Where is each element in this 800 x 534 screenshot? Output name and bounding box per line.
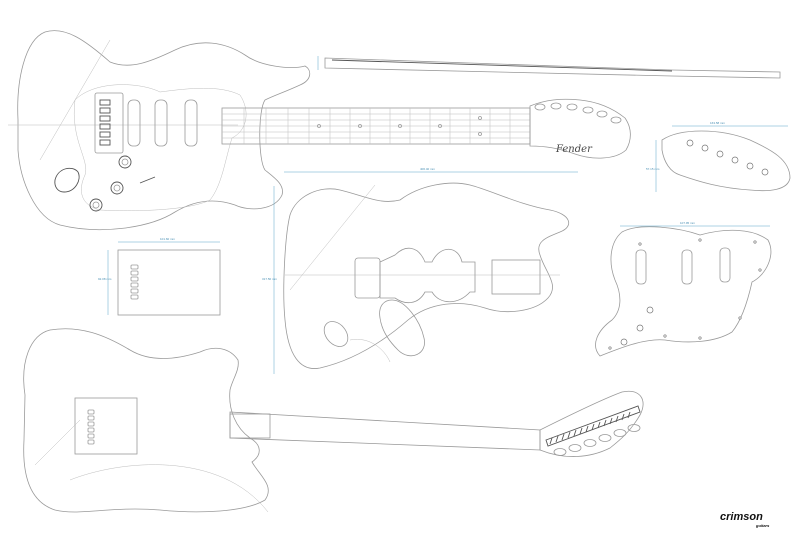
back-body-outline bbox=[23, 328, 269, 513]
front-body-diagonal bbox=[39, 39, 111, 161]
front-body-outline bbox=[17, 30, 311, 231]
body-cavity-template: 406.40 mm 317.50 mm bbox=[262, 167, 578, 374]
pickguard-detail: 107.95 mm bbox=[595, 221, 772, 357]
back-plate-detail: 101.60 mm 92.08 mm bbox=[98, 237, 221, 316]
back-headstock bbox=[539, 390, 644, 457]
back-view bbox=[23, 328, 644, 513]
body-width-dim: 406.40 mm bbox=[420, 167, 436, 171]
template-body-outline bbox=[283, 182, 570, 369]
back-neck bbox=[229, 411, 541, 451]
pickguard-width-dim: 107.95 mm bbox=[680, 221, 696, 225]
headstock-detail: 163.58 mm 57.15 mm bbox=[646, 121, 791, 192]
front-tuners bbox=[534, 102, 622, 124]
body-height-dim: 317.50 mm bbox=[262, 277, 278, 281]
template-body-diagonal bbox=[289, 184, 376, 291]
front-neck bbox=[221, 107, 531, 145]
back-plate-width-dim: 101.60 mm bbox=[160, 237, 176, 241]
brand-logo-name: crimson bbox=[720, 511, 763, 523]
brand-logo-tagline: guitars bbox=[755, 523, 770, 528]
front-assembled-view: Fender bbox=[8, 30, 631, 231]
headstock-width-dim: 163.58 mm bbox=[710, 121, 726, 125]
brand-logo: crimson guitars bbox=[720, 511, 770, 528]
front-knobs bbox=[89, 155, 132, 212]
front-headstock bbox=[529, 98, 631, 159]
front-jack-plate bbox=[54, 167, 80, 193]
front-bridge bbox=[94, 92, 124, 154]
neck-side-profile bbox=[317, 56, 781, 79]
headstock-logo-text: Fender bbox=[555, 144, 593, 155]
front-selector-switch bbox=[139, 176, 156, 184]
headstock-height-dim: 57.15 mm bbox=[646, 167, 660, 171]
back-plate-height-dim: 92.08 mm bbox=[98, 277, 112, 281]
front-pickguard bbox=[73, 84, 247, 211]
front-pickups bbox=[127, 99, 198, 147]
